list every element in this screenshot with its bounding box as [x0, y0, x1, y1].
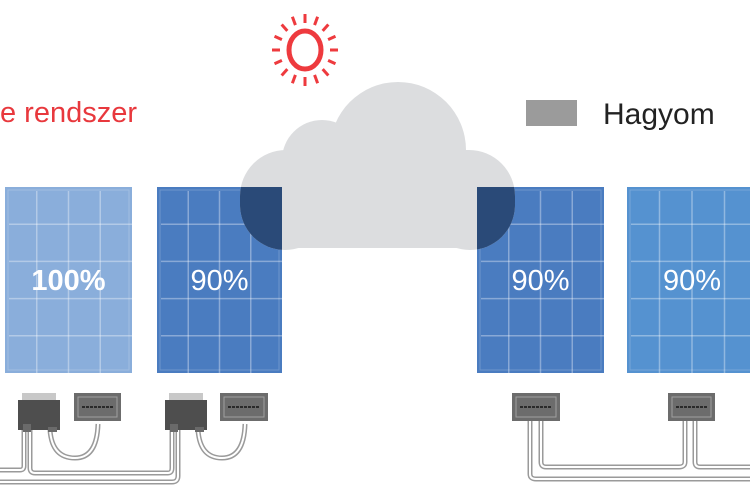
- panel-output-label: 90%: [663, 265, 721, 297]
- junction-box-icon: [74, 393, 121, 421]
- panel-output-label: 100%: [31, 265, 105, 297]
- solar-panel: [627, 187, 750, 373]
- junction-box-icon: [220, 393, 268, 421]
- cloud-icon: [240, 82, 515, 250]
- microinverter-icon: [18, 393, 60, 432]
- legend-swatch-gray: [526, 100, 577, 126]
- panel-output-label: 90%: [190, 265, 248, 297]
- legend-label-right: Hagyom: [603, 98, 715, 131]
- legend-label-left: e rendszer: [0, 97, 137, 129]
- sun-icon: [272, 14, 338, 86]
- panel-output-label: 90%: [511, 265, 569, 297]
- microinverter-icon: [165, 393, 207, 432]
- junction-box-icon: [512, 393, 560, 421]
- junction-box-icon: [668, 393, 715, 421]
- cables: [0, 420, 750, 485]
- solar-panel: [5, 187, 132, 373]
